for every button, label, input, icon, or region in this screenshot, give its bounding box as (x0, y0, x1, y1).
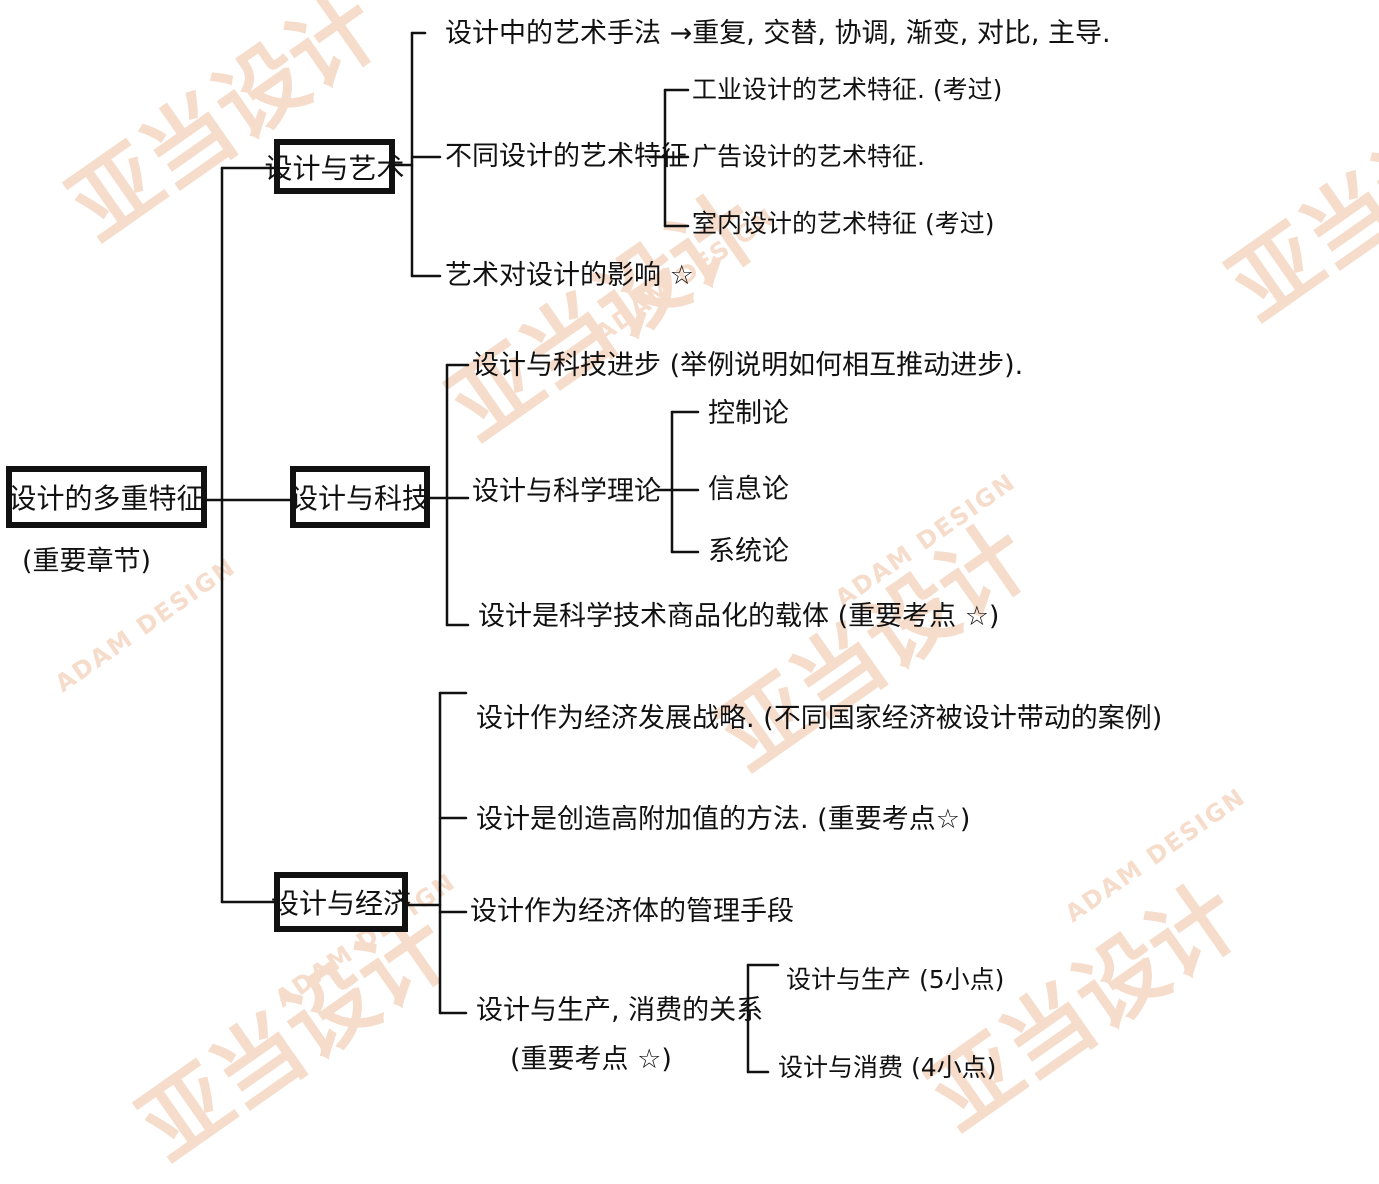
art-diff-features: 不同设计的艺术特征 (445, 141, 688, 172)
econ-relation: 设计与生产, 消费的关系 (476, 995, 764, 1026)
connector-lines (205, 31, 780, 1074)
tech-system: 系统论 (708, 536, 789, 567)
tech-carrier: 设计是科学技术商品化的载体 (重要考点 ☆) (478, 601, 1000, 632)
econ-value: 设计是创造高附加值的方法. (重要考点☆) (476, 804, 971, 835)
art-interior: 室内设计的艺术特征 (考过) (692, 209, 995, 238)
econ-consumption: 设计与消费 (4小点) (778, 1053, 997, 1082)
econ-production: 设计与生产 (5小点) (786, 965, 1005, 994)
art-methods: 设计中的艺术手法 →重复, 交替, 协调, 渐变, 对比, 主导. (445, 18, 1111, 49)
art-advertising: 广告设计的艺术特征. (692, 142, 925, 171)
art-industrial: 工业设计的艺术特征. (考过) (692, 75, 1003, 104)
branch-art: 设计与艺术 (265, 139, 405, 194)
tech-information: 信息论 (708, 474, 789, 505)
root-note: (重要章节) (22, 546, 152, 577)
root-node: 设计的多重特征 (6, 466, 207, 528)
branch-econ: 设计与经济 (271, 872, 411, 932)
art-influence: 艺术对设计的影响 ☆ (445, 260, 694, 291)
econ-strategy: 设计作为经济发展战略. (不同国家经济被设计带动的案例) (476, 703, 1163, 734)
tech-control: 控制论 (708, 398, 789, 429)
branch-tech: 设计与科技 (290, 466, 430, 528)
tech-theory: 设计与科学理论 (472, 476, 661, 507)
tech-progress: 设计与科技进步 (举例说明如何相互推动进步). (472, 350, 1024, 381)
econ-management: 设计作为经济体的管理手段 (470, 896, 794, 927)
econ-relation-note: (重要考点 ☆) (510, 1044, 672, 1075)
